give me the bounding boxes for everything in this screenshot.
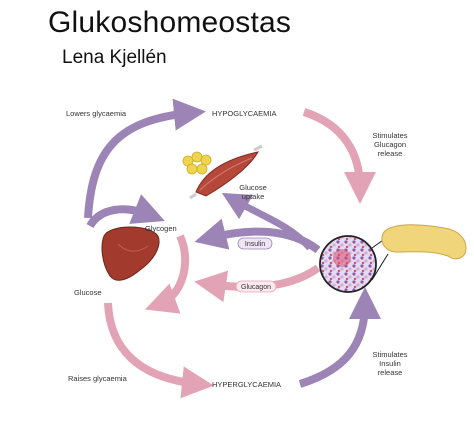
arrow-glucose-uptake: [221, 193, 313, 251]
pancreas-tissue-icon: [319, 235, 377, 293]
label-stimulates-insulin: Stimulates Insulin release: [372, 350, 408, 377]
label-raises-glycaemia: Raises glycaemia: [68, 374, 127, 383]
insulin-badge: Insulin: [237, 237, 273, 250]
author-name: Lena Kjellén: [62, 47, 167, 68]
label-hypoglycaemia: HYPOGLYCAEMIA: [212, 109, 277, 118]
arrow-stimulates-glucagon: [302, 108, 376, 204]
label-stimulates-glucagon: Stimulates Glucagon release: [372, 131, 408, 158]
pancreas-icon: [381, 224, 467, 260]
glucagon-badge: Glucagon: [235, 280, 277, 293]
fat-cells-icon: [182, 151, 212, 175]
muscle-icon: [189, 144, 263, 200]
svg-text:Insulin: Insulin: [245, 241, 265, 248]
label-hyperglycaemia: HYPERGLYCAEMIA: [212, 380, 282, 389]
arrow-stimulates-insulin: [298, 287, 381, 388]
label-glucose: Glucose: [74, 288, 102, 297]
page-title: Glukoshomeostas: [48, 6, 292, 39]
label-lowers-glycaemia: Lowers glycaemia: [66, 109, 127, 118]
label-glucose-uptake: Glucose uptake: [239, 183, 267, 201]
label-glycogen: Glycogen: [145, 224, 177, 233]
arrow-lowers-glycaemia: [84, 98, 206, 219]
arrow-raises-glycaemia: [104, 302, 214, 399]
svg-text:Glucagon: Glucagon: [241, 284, 271, 291]
arrow-glycogen-to-glucose: [144, 234, 190, 314]
liver-icon: [101, 226, 160, 281]
arrow-glucose-to-glycogen: [86, 194, 165, 229]
